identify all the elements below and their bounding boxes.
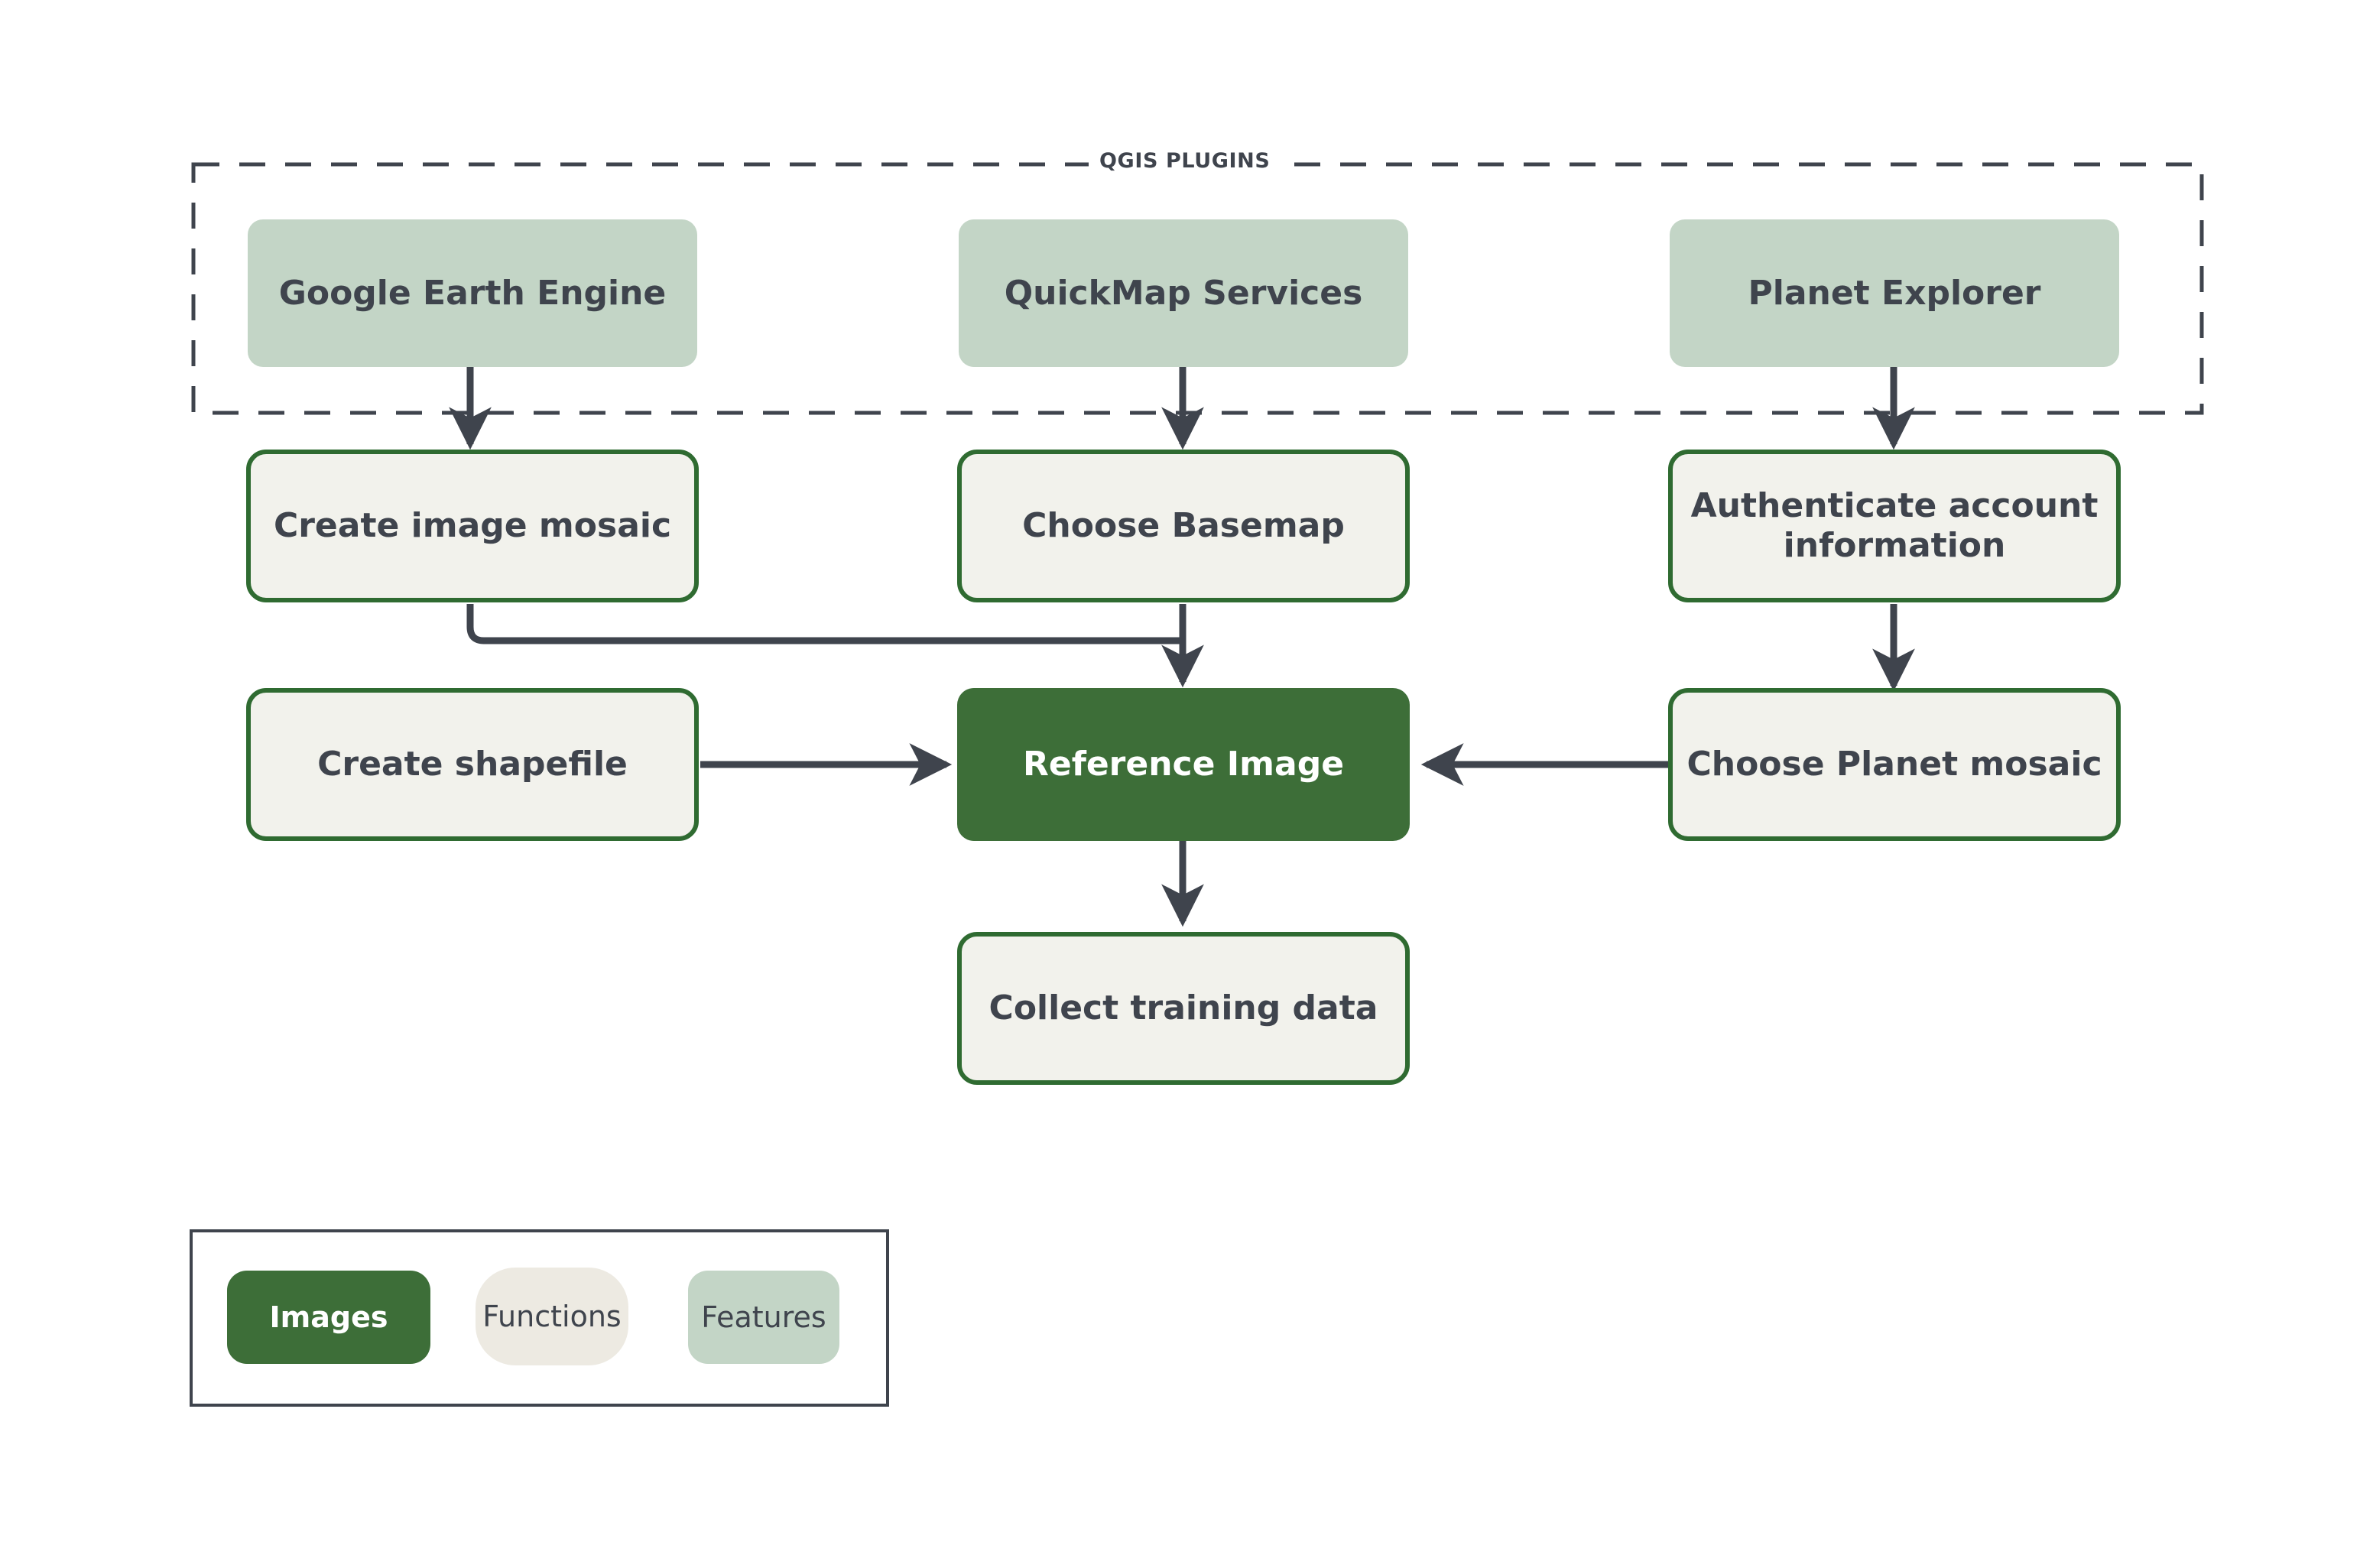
legend-chip-images[interactable]: Images bbox=[227, 1271, 430, 1364]
node-create-shapefile-label: Create shapefile bbox=[317, 745, 628, 784]
node-create-image-mosaic-label: Create image mosaic bbox=[273, 506, 672, 546]
node-reference-image[interactable]: Reference Image bbox=[957, 688, 1410, 841]
node-planet-explorer-label: Planet Explorer bbox=[1748, 273, 2041, 313]
legend-chip-functions-label: Functions bbox=[482, 1300, 622, 1333]
node-google-earth-engine[interactable]: Google Earth Engine bbox=[248, 219, 697, 367]
node-quickmap-services[interactable]: QuickMap Services bbox=[959, 219, 1408, 367]
node-authenticate-account[interactable]: Authenticate account information bbox=[1668, 450, 2121, 602]
node-planet-explorer[interactable]: Planet Explorer bbox=[1670, 219, 2119, 367]
qgis-plugins-group-title: QGIS PLUGINS bbox=[1089, 149, 1281, 173]
node-collect-training-data-label: Collect training data bbox=[988, 989, 1378, 1028]
node-create-image-mosaic[interactable]: Create image mosaic bbox=[246, 450, 699, 602]
node-collect-training-data[interactable]: Collect training data bbox=[957, 932, 1410, 1085]
legend-chip-features-label: Features bbox=[701, 1300, 826, 1334]
legend-chip-features[interactable]: Features bbox=[688, 1271, 839, 1364]
node-quickmap-services-label: QuickMap Services bbox=[1004, 273, 1363, 313]
node-choose-basemap[interactable]: Choose Basemap bbox=[957, 450, 1410, 602]
node-create-shapefile[interactable]: Create shapefile bbox=[246, 688, 699, 841]
node-authenticate-account-label: Authenticate account information bbox=[1690, 486, 2099, 565]
arrow-mosaic-to-reference bbox=[466, 604, 1183, 644]
node-reference-image-label: Reference Image bbox=[1022, 745, 1345, 784]
node-choose-planet-mosaic[interactable]: Choose Planet mosaic bbox=[1668, 688, 2121, 841]
legend-chip-images-label: Images bbox=[269, 1300, 388, 1334]
node-choose-planet-mosaic-label: Choose Planet mosaic bbox=[1686, 745, 2102, 784]
node-google-earth-engine-label: Google Earth Engine bbox=[278, 273, 667, 313]
node-choose-basemap-label: Choose Basemap bbox=[1022, 506, 1345, 546]
legend-chip-functions[interactable]: Functions bbox=[476, 1268, 628, 1365]
